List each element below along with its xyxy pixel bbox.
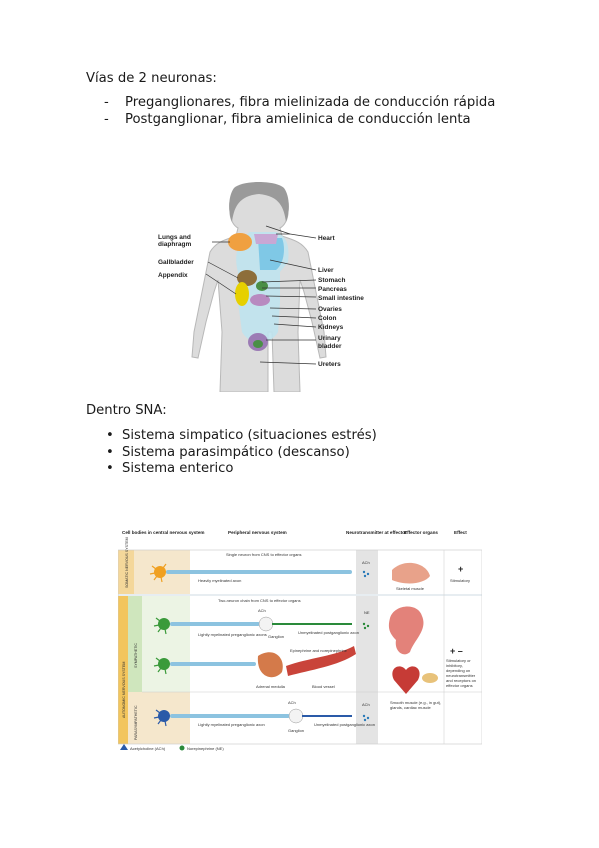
label-lungs: Lungs and (158, 234, 191, 241)
nervous-system-diagram: Cell bodies in central nervous system Pe… (117, 530, 483, 751)
adrenal-gland-icon (257, 652, 283, 678)
legend-ach: Acetylcholine (ACh) (130, 746, 166, 751)
somatic-caption: Single neuron from CNS to effector organ… (226, 552, 302, 557)
header-cell-bodies: Cell bodies in central nervous system (122, 530, 204, 535)
label-small-intestine: Small intestine (318, 295, 364, 302)
list-item: Preganglionares, fibra mielinizada de co… (104, 95, 495, 112)
label-heart: Heart (318, 235, 335, 242)
ach-legend-icon (120, 744, 128, 750)
sympathetic-adrenal: Adrenal medulla (256, 684, 286, 689)
parasympathetic-pre: Lightly myelinated preganglionic axon (198, 722, 265, 727)
body-organs-figure: Lungs and diaphragm Gallbladder Appendix… (150, 182, 385, 393)
blood-vessel-icon (286, 646, 356, 676)
list-item: Sistema simpatico (situaciones estrés) (104, 428, 377, 445)
label-gallbladder: Gallbladder (158, 259, 194, 266)
list-item: Postganglionar, fibra amielinica de cond… (104, 112, 495, 129)
autonomic-effect: Stimulatory or inhibitory, depending on … (446, 658, 477, 688)
label-ureters: Ureters (318, 361, 341, 368)
label-ovaries: Ovaries (318, 306, 342, 313)
section2-heading: Dentro SNA: (86, 403, 167, 418)
sympathetic-nt: NE (364, 610, 370, 615)
neuron-sympathetic-adrenal (153, 657, 256, 675)
sympathetic-blood: Blood vessel (312, 684, 335, 689)
label-stomach: Stomach (318, 277, 345, 284)
label-kidneys: Kidneys (318, 324, 344, 331)
somatic-axon-label: Heavily myelinated axon (198, 578, 241, 583)
nervous-system-figure: Cell bodies in central nervous system Pe… (117, 528, 483, 754)
intestines-icon (388, 606, 424, 655)
section2-list: Sistema simpatico (situaciones estrés) S… (104, 428, 377, 478)
label-colon: Colon (318, 315, 336, 322)
parasympathetic-organs: Smooth muscle (e.g., in gut), glands, ca… (390, 700, 442, 710)
heart-icon (392, 666, 420, 694)
list-item: Sistema parasimpático (descanso) (104, 445, 377, 462)
neuron-sympathetic (153, 616, 352, 635)
parasympathetic-nt: ACh (362, 702, 370, 707)
label-bladder: bladder (318, 343, 342, 350)
parasympathetic-post: Unmyelinated postganglionic axon (314, 722, 375, 727)
neuron-somatic (149, 563, 352, 583)
body-organs-illustration: Lungs and diaphragm Gallbladder Appendix… (158, 182, 364, 393)
section1-list: Preganglionares, fibra mielinizada de co… (104, 95, 495, 128)
section1-heading: Vías de 2 neuronas: (86, 71, 217, 86)
somatic-nt: ACh (362, 560, 370, 565)
label-autonomic-side: AUTONOMIC NERVOUS SYSTEM (122, 662, 126, 718)
parasympathetic-ach: ACh (288, 700, 296, 705)
legend-ne: Norepinephrine (NE) (187, 746, 224, 751)
label-appendix: Appendix (158, 272, 188, 279)
list-item: Sistema enterico (104, 461, 377, 478)
label-parasympathetic-side: PARASYMPATHETIC (134, 705, 138, 740)
sympathetic-caption: Two-neuron chain from CNS to effector or… (218, 598, 301, 603)
label-sympathetic-side: SYMPATHETIC (134, 643, 138, 668)
label-liver: Liver (318, 267, 334, 274)
label-urinary: Urinary (318, 335, 341, 342)
gland-icon (422, 673, 438, 683)
neuron-parasympathetic (153, 708, 352, 727)
label-somatic-side: SOMATIC NERVOUS SYSTEM (125, 537, 129, 588)
parasympathetic-organs-wrap: Smooth muscle (e.g., in gut), glands, ca… (390, 700, 442, 710)
sympathetic-ganglion: Ganglion (268, 634, 284, 639)
skeletal-muscle-icon (392, 562, 430, 584)
header-effect: Effect (454, 530, 467, 535)
sympathetic-ach: ACh (258, 608, 266, 613)
somatic-organ: Skeletal muscle (396, 586, 425, 591)
sympathetic-post: Unmyelinated postganglionic axon (298, 630, 359, 635)
somatic-effect-symbol: + (458, 564, 463, 574)
header-neurotransmitter: Neurotransmitter at effector (346, 530, 407, 535)
sympathetic-pre: Lightly myelinated preganglionic axons (198, 632, 267, 637)
label-pancreas: Pancreas (318, 286, 347, 293)
ne-legend-icon (179, 745, 185, 751)
label-diaphragm: diaphragm (158, 241, 191, 248)
parasympathetic-ganglion: Ganglion (288, 728, 304, 733)
autonomic-effect-wrap: Stimulatory or inhibitory, depending on … (446, 658, 477, 688)
header-effector-organs: Effector organs (404, 530, 438, 535)
autonomic-effect-symbol: + – (450, 646, 463, 656)
somatic-effect: Stimulatory (450, 578, 470, 583)
sympathetic-epi: Epinephrine and norepinephrine (290, 648, 348, 653)
header-peripheral: Peripheral nervous system (228, 530, 287, 535)
